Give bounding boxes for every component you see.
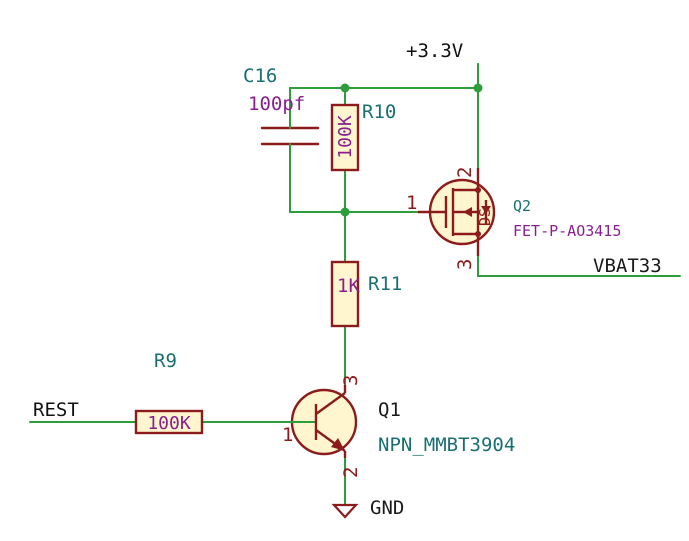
r9-value: 100K [147, 413, 191, 434]
ground-label: GND [370, 497, 404, 519]
r10-value: 100K [335, 115, 356, 159]
ground-symbol: GND [331, 497, 404, 519]
emitter-arrow-icon [331, 438, 345, 451]
q2-pin-source: 2 [454, 167, 476, 178]
capacitor-c16: C16 100pf [243, 65, 320, 151]
r10-reference: R10 [362, 101, 396, 123]
mosfet-arrow-icon [463, 207, 472, 217]
supply-label: +3.3V [406, 40, 463, 62]
q1-pin-collector: 3 [340, 375, 362, 386]
power-supply-symbol: +3.3V [406, 40, 479, 81]
r11-value: 1K [337, 275, 360, 297]
resistor-r9: 100K R9 [134, 350, 204, 435]
ground-icon [331, 503, 359, 519]
junction-dot [473, 83, 483, 93]
junction-dot [340, 83, 350, 93]
c16-reference: C16 [243, 65, 277, 87]
q1-pin-emitter: 2 [340, 467, 362, 478]
c16-value: 100pf [248, 93, 305, 115]
r9-reference: R9 [154, 350, 177, 372]
q2-pin-gate: 1 [406, 192, 417, 214]
resistor-r10: 100K R10 [330, 101, 396, 172]
q2-body-label: DS [476, 208, 494, 226]
resistor-r11: 1K R11 [330, 260, 402, 328]
q1-reference: Q1 [378, 399, 401, 421]
q2-value: FET-P-AO3415 [513, 222, 621, 240]
body-diode-icon [481, 206, 491, 214]
q1-value: NPN_MMBT3904 [378, 434, 515, 456]
q1-pin-base: 1 [282, 424, 293, 446]
junctions [340, 83, 483, 217]
q2-reference: Q2 [513, 197, 531, 215]
q2-pin-drain: 3 [454, 259, 476, 270]
rest-net-label: REST [33, 399, 79, 421]
vbat33-net-label: VBAT33 [593, 255, 662, 277]
mosfet-q2: DS 1 2 3 Q2 FET-P-AO3415 [406, 167, 621, 270]
r11-reference: R11 [368, 273, 402, 295]
junction-dot [340, 207, 350, 217]
transistor-q1: 1 3 2 Q1 NPN_MMBT3904 [279, 375, 515, 478]
